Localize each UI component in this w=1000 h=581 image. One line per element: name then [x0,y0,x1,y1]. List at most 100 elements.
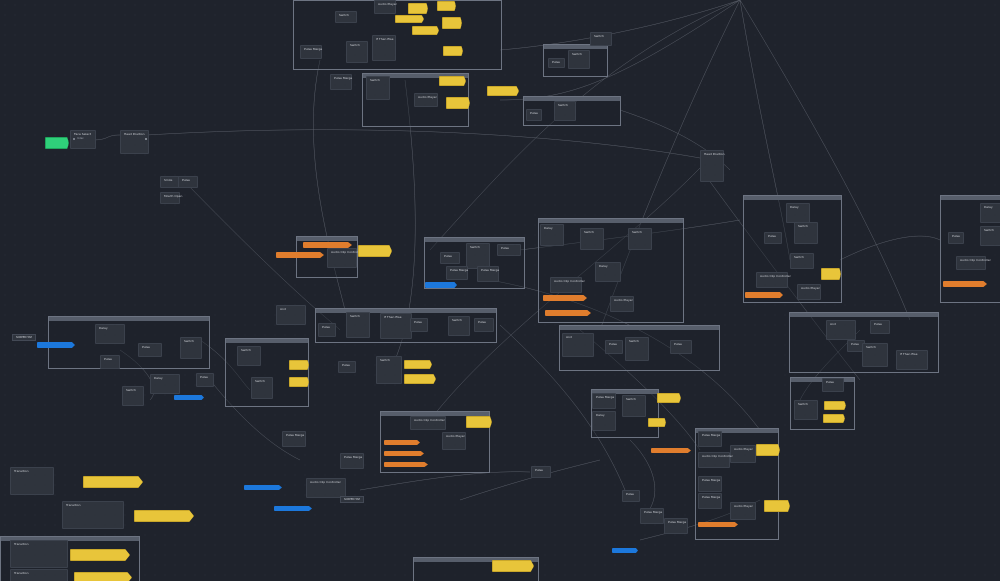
sound-patch-orange[interactable] [276,252,324,258]
sound-patch-ar[interactable] [756,444,780,456]
visible-patch[interactable] [442,17,462,29]
mouth-open-node[interactable]: Mouth Open [160,192,182,204]
option-patch-ps[interactable] [657,393,681,403]
option-patch-2[interactable] [437,1,456,11]
delay-node[interactable]: Delay [540,224,564,246]
visible-patch-v-2[interactable] [404,374,436,384]
pulse-node-l[interactable]: Pulse [138,343,162,357]
delay-node-r[interactable]: Delay [786,203,810,223]
pulse-node-cp[interactable]: Pulse [318,323,336,337]
visible-patch-2[interactable] [443,46,463,56]
smile-patch[interactable] [545,310,591,316]
audio-clip-node-ar[interactable]: Audio Clip Controller [698,452,733,468]
screen-tap-patch[interactable] [37,342,75,348]
visibility-shield-patch[interactable] [487,86,519,96]
pulse-node-bc-2[interactable]: Pulse [622,490,640,502]
transition-node-3[interactable]: Transition [10,540,68,568]
option-patch-r[interactable] [821,268,841,280]
looping-patch-2[interactable] [134,510,194,522]
flip-patch[interactable] [439,76,466,86]
pulse-merge-node-ar-4[interactable]: Pulse Merge [640,508,664,524]
flip-patch-orange[interactable] [303,242,352,248]
switch-node[interactable]: Switch [335,11,357,23]
audio-player-node-al[interactable]: Audio Player [442,432,466,450]
switch-node-r[interactable]: Switch [794,222,818,244]
switch-node-cp[interactable]: Switch [346,312,370,338]
visible-patch-sl-2[interactable] [289,377,309,387]
pulse-merge-node-pm-2[interactable]: Pulse Merge [477,266,499,282]
pulse-merge-node[interactable]: Pulse Merge [300,45,322,59]
switch-node-st[interactable]: Switch [554,101,576,121]
switch-node-sr[interactable]: Switch [794,400,818,420]
pulse-merge-node-ar-5[interactable]: Pulse Merge [664,518,688,534]
switch-node-sl[interactable]: Switch [237,346,261,366]
flip-patch-ar[interactable] [651,448,691,453]
audio-clip-node-bc[interactable]: Audio Clip Controller [306,478,346,498]
pulse-node-c[interactable]: Pulse [605,340,623,354]
delay-node-ps[interactable]: Delay [592,411,616,431]
mouth-open-patch-edge[interactable] [943,281,987,287]
switch-node-tr[interactable]: Switch [568,50,590,69]
delay-node-lm[interactable]: Delay [150,374,180,394]
switch-node-at[interactable]: Switch [366,76,390,100]
switch-node-dm-2[interactable]: Switch [628,228,652,250]
delay-node-dm[interactable]: Delay [595,262,621,282]
loop-patch[interactable] [492,560,534,572]
audio-clip-controller-node-dm[interactable]: Audio Clip Controller [550,277,585,293]
flip-patch-al[interactable] [384,440,420,445]
pulse-node-r[interactable]: Pulse [764,232,782,244]
if-then-else-node[interactable]: If Then Else [372,35,396,61]
switch-node-r-2[interactable]: Switch [790,253,814,269]
sound-patch-al[interactable] [466,416,492,428]
audio-clip-node-al[interactable]: Audio Clip Controller [410,416,446,430]
if-then-else-node-r[interactable]: If Then Else [896,350,928,370]
head-position-right-node[interactable]: Head Position [700,150,724,182]
option-patch-sr[interactable] [824,401,846,410]
pulse-node-st[interactable]: Pulse [526,109,542,121]
audio-player-node-ar[interactable]: Audio Player [730,445,756,463]
sound-patch[interactable] [446,97,470,109]
smile-patch-r[interactable] [745,292,783,298]
audio-player-node-at[interactable]: Audio Player [414,93,438,107]
switch-node-cp-2[interactable]: Switch [448,316,470,336]
and-node-r[interactable]: And [826,320,856,340]
sound-effects-patch[interactable] [358,245,392,257]
transition-node-2[interactable]: Transition [62,501,124,529]
audio-clip-node-edge[interactable]: Audio Clip Controller [956,256,991,270]
delay-node-l[interactable]: Delay [95,324,125,344]
screen-tap-patch-4[interactable] [274,506,312,511]
pulse-node[interactable]: Pulse [178,176,198,188]
switch-node-c[interactable]: Switch [625,337,649,361]
pulse-merge-node-ps[interactable]: Pulse Merge [592,393,616,409]
option-patch-sr-2[interactable] [823,414,845,423]
pulse-node-edge[interactable]: Pulse [948,232,964,244]
pulse-node-cp-3[interactable]: Pulse [474,318,494,332]
smile-node[interactable]: Smile [160,176,180,188]
flip-patch-al-3[interactable] [384,462,428,467]
audio-player-node[interactable]: Audio Player [374,0,397,14]
screen-tap-patch-5[interactable] [612,548,638,553]
pulse-merge-node-at[interactable]: Pulse Merge [330,74,352,90]
switch-node-l[interactable]: Switch [180,337,202,359]
pulse-node-sr[interactable]: Pulse [822,378,844,392]
screen-tap-label-2[interactable]: SCREEN TAP [340,496,365,503]
pulse-node-lm[interactable]: Pulse [196,373,214,387]
face-select-output-node[interactable] [45,137,69,149]
audio-player-node-ar-2[interactable]: Audio Player [730,502,756,520]
pulse-merge-node-al[interactable]: Pulse Merge [340,453,364,469]
visible-patch-v[interactable] [404,360,432,369]
face-select-node[interactable]: Face Select Index [70,130,96,149]
audio-player-node-r[interactable]: Audio Player [797,284,821,300]
audio-clip-controller-node[interactable]: Audio Clip Controller [327,248,362,268]
pulse-node-sl[interactable]: Pulse [338,361,356,373]
output-port[interactable] [145,138,147,140]
flip-patch-ar-2[interactable] [698,522,738,527]
input-port[interactable] [73,138,75,140]
switch-node-2[interactable]: Switch [346,41,368,63]
screen-tap-patch-2[interactable] [174,395,204,400]
screen-tap-event-patch[interactable] [425,282,457,288]
pulse-node-bc[interactable]: Pulse [531,466,551,478]
visibility-patch[interactable] [395,15,424,23]
screen-tap-label[interactable]: SCREEN TAP [12,334,37,341]
